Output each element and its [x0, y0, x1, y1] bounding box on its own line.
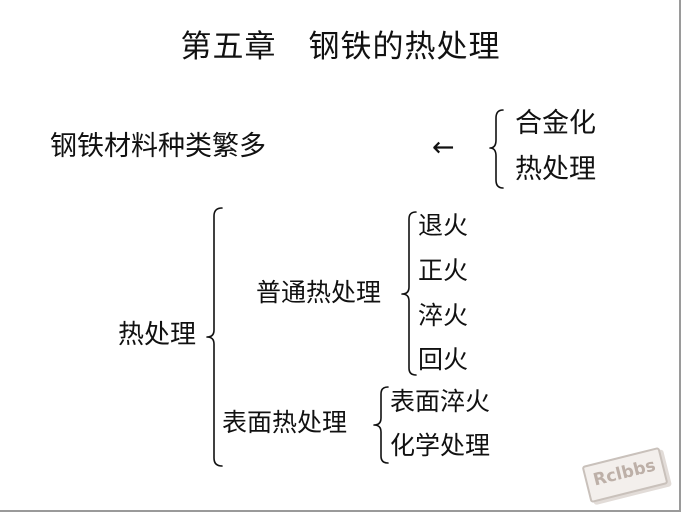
list-item-chemical-treatment: 化学处理 [390, 431, 491, 460]
chapter-number: 第五章 [180, 29, 277, 65]
list-item-normalizing: 正火 [418, 256, 469, 285]
list-item-annealing: 退火 [418, 211, 469, 240]
reason-heat-treatment: 热处理 [515, 154, 596, 185]
left-arrow-icon: ← [432, 132, 455, 163]
ordinary-heat-treatment-label: 普通热处理 [256, 278, 382, 307]
reason-alloying: 合金化 [515, 108, 596, 139]
brace-root [206, 207, 223, 467]
brace-ordinary [401, 211, 417, 376]
intro-statement: 钢铁材料种类繁多 [50, 131, 266, 162]
slide-title: 第五章钢铁的热处理 [0, 32, 681, 63]
list-item-quenching: 淬火 [418, 301, 469, 330]
chapter-topic: 钢铁的热处理 [308, 29, 501, 65]
surface-heat-treatment-label: 表面热处理 [222, 408, 348, 437]
brace-surface [373, 386, 389, 464]
list-item-surface-quenching: 表面淬火 [390, 387, 491, 416]
list-item-tempering: 回火 [418, 345, 469, 374]
brace-reasons [489, 109, 504, 189]
tree-root-label: 热处理 [118, 320, 197, 350]
